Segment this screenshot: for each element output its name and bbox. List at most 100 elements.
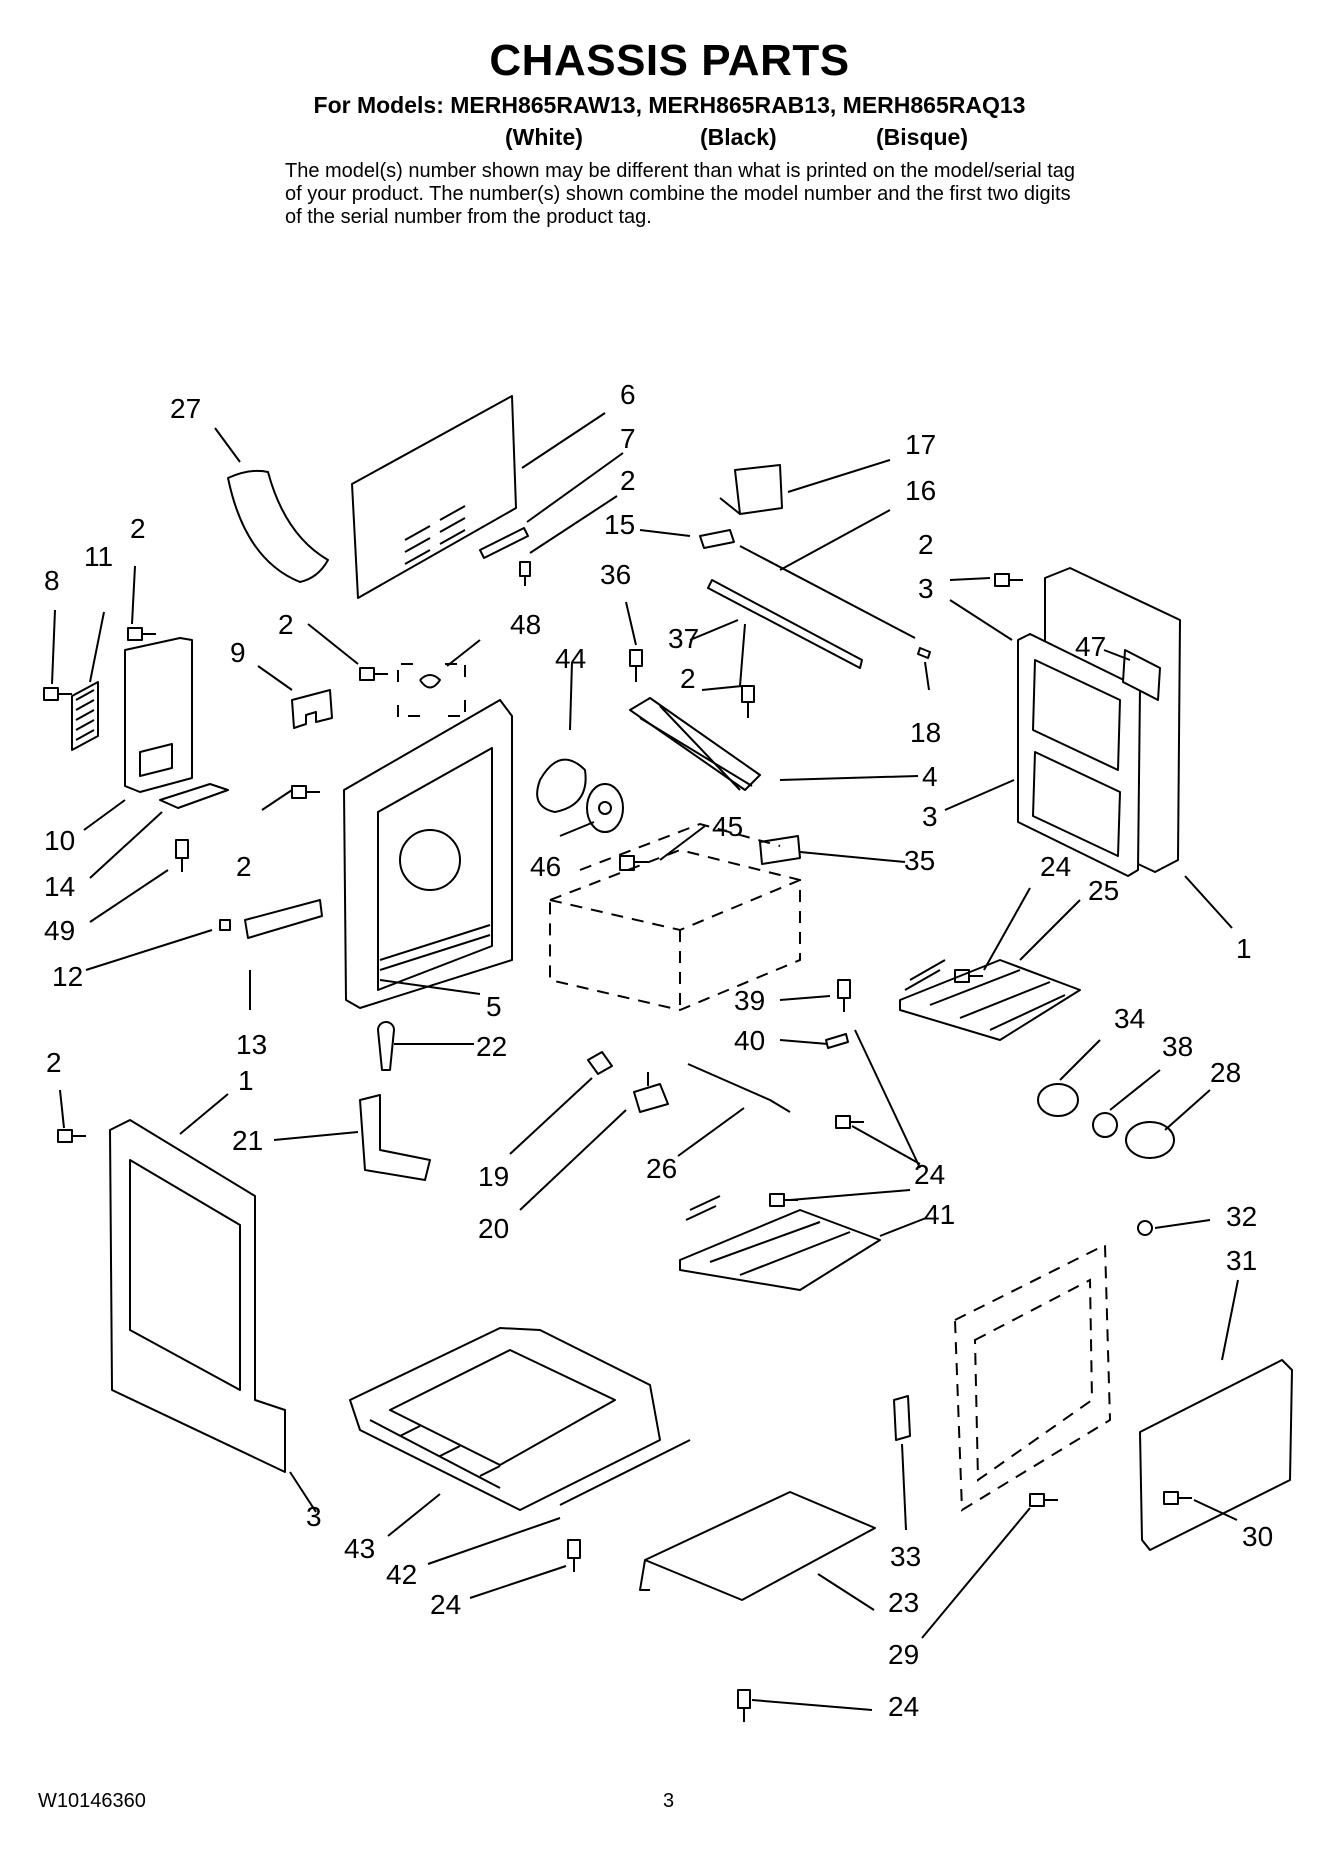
callout-21: 21 <box>232 1125 263 1156</box>
callout-2: 2 <box>236 851 252 882</box>
callout-24: 24 <box>430 1589 461 1620</box>
callout-40: 40 <box>734 1025 765 1056</box>
callout-22: 22 <box>476 1031 507 1062</box>
callout-46: 46 <box>530 851 561 882</box>
page-number: 3 <box>663 1790 675 1812</box>
callout-3: 3 <box>922 801 938 832</box>
callout-10: 10 <box>44 825 75 856</box>
part-35-shape <box>759 835 801 865</box>
part-17-shape <box>719 464 783 515</box>
part-6-shape <box>351 395 517 599</box>
part-28-shape <box>1125 1121 1175 1159</box>
callout-4: 4 <box>922 761 938 792</box>
part-21-shape <box>359 1094 431 1181</box>
color-label-black: (Black) <box>700 124 777 150</box>
callout-35: 35 <box>904 845 935 876</box>
callout-18: 18 <box>910 717 941 748</box>
callout-45: 45 <box>712 811 743 842</box>
part-25-shape <box>899 959 1081 1041</box>
part-7-shape <box>479 527 529 559</box>
callout-27: 27 <box>170 393 201 424</box>
part-20-shape <box>633 1072 669 1113</box>
callout-20: 20 <box>478 1213 509 1244</box>
part-31-shape <box>1139 1359 1293 1551</box>
callout-12: 12 <box>52 961 83 992</box>
callout-36: 36 <box>600 559 631 590</box>
callout-13: 13 <box>236 1029 267 1060</box>
callout-17: 17 <box>905 429 936 460</box>
part-9-shape <box>291 689 333 729</box>
screw-shape <box>519 561 531 586</box>
callout-43: 43 <box>344 1533 375 1564</box>
callout-29: 29 <box>888 1639 919 1670</box>
part-13-shape <box>244 899 323 939</box>
callout-30: 30 <box>1242 1521 1273 1552</box>
callout-2: 2 <box>620 465 636 496</box>
callout-31: 31 <box>1226 1245 1257 1276</box>
part-38-shape <box>1092 1112 1118 1138</box>
callout-numbers: 27 6 7 2 17 16 15 2 36 2 3 47 8 11 2 2 4… <box>44 379 1273 1722</box>
callout-1: 1 <box>238 1065 254 1096</box>
callout-37: 37 <box>668 623 699 654</box>
part-1-left-shape <box>109 1119 286 1473</box>
callout-42: 42 <box>386 1559 417 1590</box>
callout-44: 44 <box>555 643 586 674</box>
callout-47: 47 <box>1075 631 1106 662</box>
part-27-shape <box>227 469 329 583</box>
part-10-shape <box>124 637 193 793</box>
callout-14: 14 <box>44 871 75 902</box>
callout-24: 24 <box>914 1159 945 1190</box>
models-subtitle: For Models: MERH865RAW13, MERH865RAB13, … <box>313 92 1026 118</box>
callout-7: 7 <box>620 423 636 454</box>
part-33-shape <box>893 1395 911 1441</box>
oven-cavity-outline <box>549 848 801 1012</box>
part-43-shape <box>349 1327 661 1511</box>
callout-24: 24 <box>888 1691 919 1722</box>
callout-24: 24 <box>1040 851 1071 882</box>
callout-39: 39 <box>734 985 765 1016</box>
part-26-shape <box>687 1063 791 1113</box>
callout-26: 26 <box>646 1153 677 1184</box>
callout-15: 15 <box>604 509 635 540</box>
callout-34: 34 <box>1114 1003 1145 1034</box>
model-number-note: The model(s) number shown may be differe… <box>285 160 1076 228</box>
document-number: W10146360 <box>38 1790 146 1812</box>
part-34-shape <box>1037 1083 1079 1117</box>
callout-2: 2 <box>918 529 934 560</box>
door-frame-outline <box>953 1243 1112 1512</box>
callout-2: 2 <box>680 663 696 694</box>
callout-9: 9 <box>230 637 246 668</box>
callout-25: 25 <box>1088 875 1119 906</box>
callout-2: 2 <box>278 609 294 640</box>
callout-16: 16 <box>905 475 936 506</box>
part-5-shape <box>343 699 513 1009</box>
part-19-shape <box>587 1051 613 1075</box>
part-46-shape <box>586 783 624 833</box>
color-label-bisque: (Bisque) <box>876 124 968 150</box>
page-title: CHASSIS PARTS <box>489 36 850 85</box>
callout-3: 3 <box>306 1501 322 1532</box>
part-44-shape <box>536 758 587 813</box>
callout-33: 33 <box>890 1541 921 1572</box>
callout-1: 1 <box>1236 933 1252 964</box>
callout-3: 3 <box>918 573 934 604</box>
callout-49: 49 <box>44 915 75 946</box>
callout-11: 11 <box>84 541 113 572</box>
callout-23: 23 <box>888 1587 919 1618</box>
callout-48: 48 <box>510 609 541 640</box>
part-41-shape <box>679 1195 881 1291</box>
part-23-shape <box>644 1491 876 1601</box>
callout-38: 38 <box>1162 1031 1193 1062</box>
callout-leaders <box>51 412 1239 1711</box>
callout-5: 5 <box>486 991 502 1022</box>
callout-6: 6 <box>620 379 636 410</box>
part-14-shape <box>159 783 229 809</box>
callout-2: 2 <box>130 513 146 544</box>
callout-41: 41 <box>924 1199 955 1230</box>
callout-28: 28 <box>1210 1057 1241 1088</box>
callout-2: 2 <box>46 1047 62 1078</box>
callout-19: 19 <box>478 1161 509 1192</box>
color-label-white: (White) <box>505 124 583 150</box>
callout-8: 8 <box>44 565 60 596</box>
